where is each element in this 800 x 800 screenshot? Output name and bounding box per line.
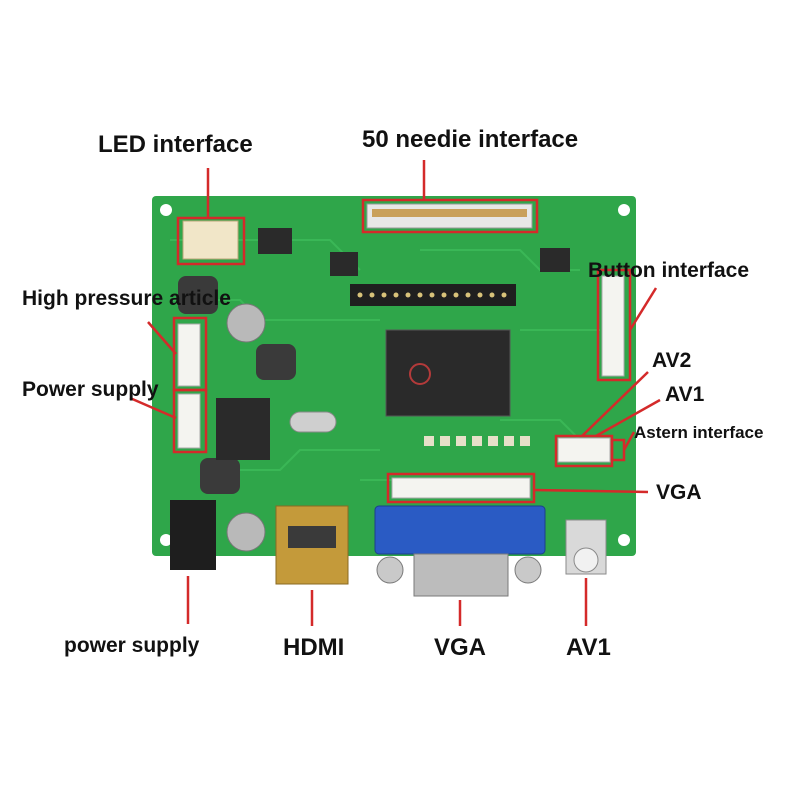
led-connector [182,220,239,260]
label-vga-side: VGA [656,481,702,504]
label-button-interface: Button interface [588,259,750,282]
vga-port [374,505,546,555]
label-av1-bottom: AV1 [566,634,611,661]
button-connector [601,275,625,377]
leader-hv [147,321,177,355]
pcb-components [170,203,625,597]
label-astern-interface: Astern interface [634,423,764,442]
av-connector [557,437,611,463]
small-ic [330,252,358,276]
leader-power [129,396,177,420]
vga-header [391,477,531,499]
capacitor [226,512,266,552]
mounting-holes [160,204,630,546]
small-ic [540,248,570,272]
inductor-coil [256,344,296,380]
leader-astern [622,431,636,451]
dc-jack [170,500,216,570]
callout-box-vga-header [386,472,536,504]
label-power-supply-bottom: power supply [64,634,200,657]
leader-vga-side [533,488,649,494]
power-connector [177,393,201,449]
label-high-pressure-article: High pressure article [22,287,231,310]
rca-jack [565,519,607,575]
label-av1-side: AV1 [665,383,705,406]
leader-av1-side [595,398,661,438]
leader-button [628,287,658,331]
capacitor [226,303,266,343]
inductor-coil [200,458,240,494]
label-av2: AV2 [652,349,692,372]
regulator [216,398,270,460]
main-ic [385,329,511,417]
crystal [289,411,337,433]
callout-box-button [596,268,632,382]
hv-connector [177,323,201,387]
label-power-supply-side: Power supply [22,378,159,401]
small-ic [258,228,292,254]
label-vga-bottom: VGA [434,634,487,661]
callout-box-needle [361,198,539,234]
leader-av2 [581,371,649,437]
callouts [129,160,661,626]
callout-box-led [176,216,246,266]
label-50-needle-interface: 50 needie interface [362,126,579,153]
inductor-coil [178,276,218,314]
label-led-interface: LED interface [98,131,253,158]
smd-row [424,436,530,446]
label-hdmi: HDMI [283,634,345,661]
callout-box-power [172,388,208,454]
